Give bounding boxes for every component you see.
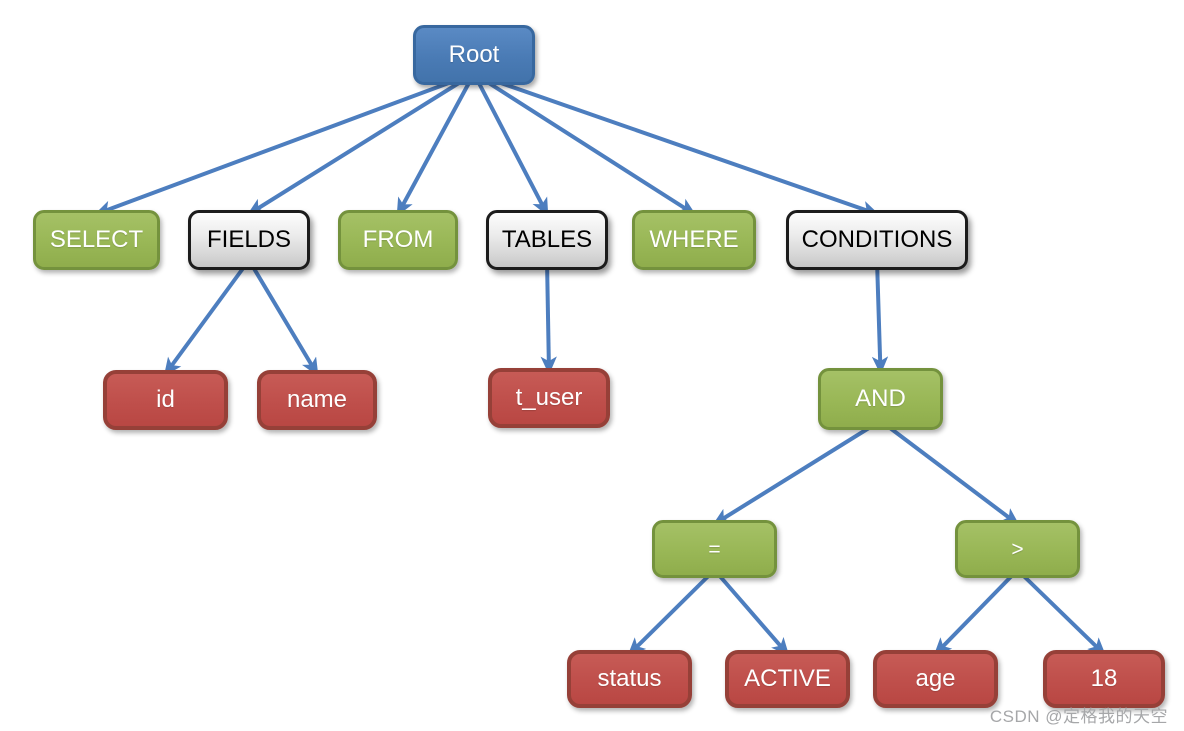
node-age: age <box>873 650 998 708</box>
node-label: SELECT <box>49 226 144 253</box>
node-label: id <box>156 386 175 413</box>
node-select: SELECT <box>33 210 160 270</box>
node-label: FROM <box>362 226 434 253</box>
node-eq: = <box>652 520 777 578</box>
node-label: > <box>1011 537 1024 561</box>
node-name: name <box>257 370 377 430</box>
node-label: CONDITIONS <box>801 226 953 253</box>
node-status: status <box>567 650 692 708</box>
node-conditions: CONDITIONS <box>786 210 968 270</box>
node-label: name <box>286 386 348 413</box>
node-label: ACTIVE <box>744 665 831 692</box>
node-label: = <box>708 537 721 561</box>
node-label: 18 <box>1090 665 1118 692</box>
node-root: Root <box>413 25 535 85</box>
node-label: status <box>597 665 662 692</box>
node-label: AND <box>855 385 906 412</box>
node-label: FIELDS <box>206 226 292 253</box>
node-from: FROM <box>338 210 458 270</box>
node-gt: > <box>955 520 1080 578</box>
node-where: WHERE <box>632 210 756 270</box>
node-active: ACTIVE <box>725 650 850 708</box>
node-tables: TABLES <box>486 210 608 270</box>
node-id: id <box>103 370 228 430</box>
node-fields: FIELDS <box>188 210 310 270</box>
watermark-text: CSDN @定格我的天空 <box>989 707 1168 726</box>
node-label: Root <box>448 41 500 68</box>
node-label: TABLES <box>501 226 593 253</box>
node-label: t_user <box>515 384 583 411</box>
node-t_user: t_user <box>488 368 610 428</box>
node-eighteen: 18 <box>1043 650 1165 708</box>
node-label: age <box>915 665 956 692</box>
node-label: WHERE <box>649 226 739 253</box>
node-and: AND <box>818 368 943 430</box>
